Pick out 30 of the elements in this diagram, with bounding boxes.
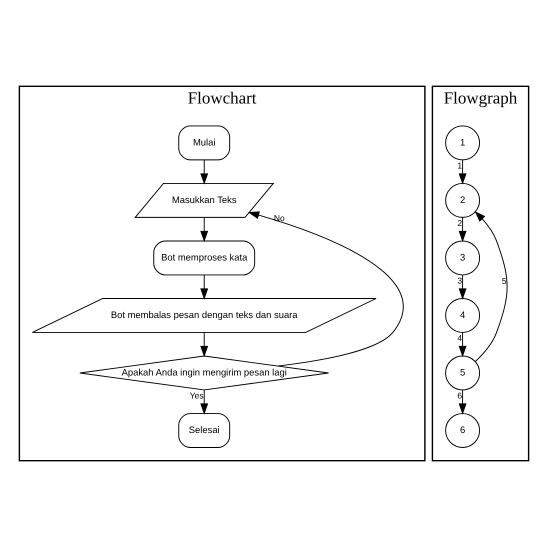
arrow xyxy=(200,390,208,415)
node-diamond: Apakah Anda ingin mengirim pesan lagi xyxy=(79,356,330,390)
node-box: Selesai xyxy=(178,413,230,448)
arrow xyxy=(458,216,467,242)
node-circle: 5 xyxy=(445,356,480,390)
arrow xyxy=(458,390,467,415)
node-circle: 3 xyxy=(445,240,480,276)
node-circle: 6 xyxy=(445,413,480,448)
arrow xyxy=(458,332,467,358)
edge-label: 4 xyxy=(457,333,462,344)
edge-label: No xyxy=(274,212,285,223)
arrow xyxy=(200,159,208,185)
arrow xyxy=(474,211,508,362)
edge-label: 6 xyxy=(457,390,462,401)
arrow xyxy=(200,216,208,242)
arrow xyxy=(458,159,467,185)
node-box: Bot memproses kata xyxy=(153,240,256,276)
node-circle: 4 xyxy=(445,298,480,333)
edge-label: 2 xyxy=(457,218,462,228)
edge-label: Yes xyxy=(190,390,204,401)
arrow xyxy=(200,332,208,358)
arrow xyxy=(200,274,208,300)
edge-label: 5 xyxy=(502,276,507,286)
arrow xyxy=(458,274,467,300)
edge-label: 3 xyxy=(457,276,462,286)
node-box: Mulai xyxy=(178,125,230,160)
arrow xyxy=(248,211,404,366)
edge-label: 1 xyxy=(457,160,462,171)
node-circle: 2 xyxy=(445,182,480,218)
node-circle: 1 xyxy=(445,125,480,160)
